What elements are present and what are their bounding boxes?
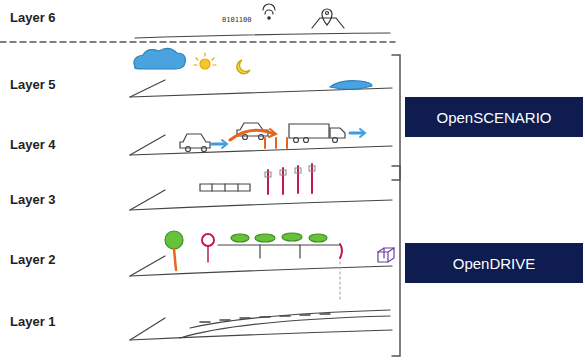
layer-label: Layer 2 [10, 252, 56, 267]
format-name: OpenDRIVE [453, 255, 536, 272]
layer-label: Layer 6 [10, 10, 56, 25]
format-name: OpenSCENARIO [436, 109, 551, 126]
binary-scribble: 0101100 [222, 16, 252, 24]
layer-label: Layer 5 [10, 77, 56, 92]
format-box: OpenDRIVE [405, 243, 583, 283]
layer-label: Layer 3 [10, 192, 56, 207]
layer-label: Layer 1 [10, 314, 56, 329]
format-box: OpenSCENARIO [405, 97, 583, 137]
layer-label: Layer 4 [10, 137, 56, 152]
